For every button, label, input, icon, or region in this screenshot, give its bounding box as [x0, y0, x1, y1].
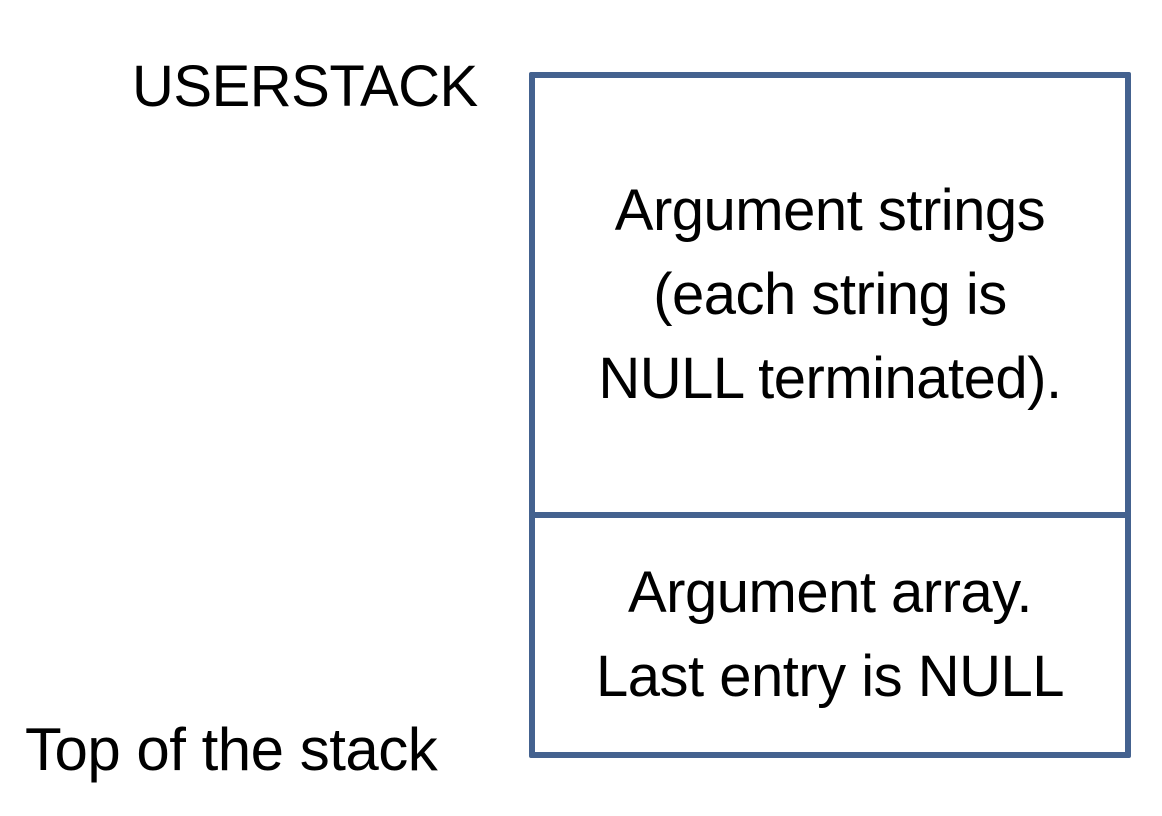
- argument-strings-text: Argument strings (each string is NULL te…: [598, 169, 1062, 421]
- argument-array-line: Argument array.: [627, 560, 1033, 625]
- argument-strings-line: Argument strings: [614, 178, 1046, 243]
- argument-array-line: Last entry is NULL: [595, 644, 1065, 709]
- argument-strings-section: Argument strings (each string is NULL te…: [535, 78, 1125, 518]
- userstack-label: USERSTACK: [132, 54, 478, 119]
- argument-strings-line: (each string is: [653, 262, 1007, 327]
- argument-array-section: Argument array. Last entry is NULL: [535, 518, 1125, 752]
- argument-strings-line: NULL terminated).: [598, 346, 1062, 411]
- argument-array-text: Argument array. Last entry is NULL: [595, 551, 1065, 719]
- stack-diagram: Argument strings (each string is NULL te…: [529, 72, 1131, 758]
- top-of-stack-label: Top of the stack: [25, 716, 438, 783]
